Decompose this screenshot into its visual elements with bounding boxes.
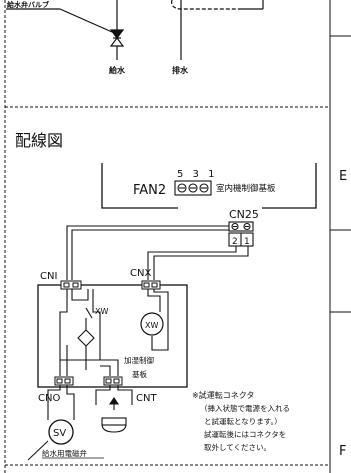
cni-label: CNI [40, 271, 57, 282]
fan2-connector [174, 180, 212, 196]
cnt-label: CNT [136, 393, 157, 404]
check-valve-icon [109, 29, 125, 39]
note-line-2: と試運転となります。） [204, 416, 282, 426]
drain-hose-dashed [171, 0, 240, 10]
cnt-connector [103, 376, 123, 386]
indoor-board-label: 室内機制御基板 [216, 183, 276, 194]
wiring-title: 配線図 [15, 131, 63, 150]
note-line-1: （挿入状態で電源を入れる [200, 403, 290, 413]
board-internal-wiring [59, 289, 169, 376]
shutoff-valve-icon [109, 37, 125, 47]
supply-label: 給水 [109, 65, 126, 75]
external-wires [47, 385, 133, 420]
row-label-e: E [339, 169, 347, 184]
cnx-connector [141, 280, 161, 290]
xw-relay-coil-icon [140, 312, 164, 336]
board-label-line1: 加湿制御 [124, 355, 154, 365]
humidifier-board-outline [37, 284, 188, 388]
row-label-f: F [339, 444, 346, 459]
drain-label: 排水 [172, 65, 189, 75]
cno-connector [54, 376, 74, 386]
xw-contact-label: XW [95, 307, 108, 316]
plumbing-section [6, 0, 264, 60]
fan2-label: FAN2 [133, 183, 166, 198]
frame [4, 0, 351, 473]
xw-coil-label: XW [145, 321, 158, 330]
sv-caption: 給水用電磁弁 [42, 448, 87, 458]
fan2-pin-numbers: 5 3 1 [177, 169, 217, 180]
indoor-control-board [101, 163, 317, 209]
cn25-label: CN25 [229, 208, 259, 221]
note-line-4: 取外してください。 [204, 442, 271, 452]
cnx-label: CNX [130, 268, 151, 279]
valve-label: 給水弁バルブ [7, 0, 49, 9]
harness-wires [66, 225, 249, 280]
test-connector-plug-icon [101, 397, 127, 433]
cno-label: CNO [38, 393, 60, 404]
sv-caption-leader [27, 440, 49, 461]
board-label-line2: 基板 [132, 369, 147, 379]
cn25-pin-2: 2 [232, 237, 238, 247]
cn25-pin-1: 1 [244, 237, 250, 247]
sv-label: SV [53, 428, 66, 439]
cni-connector [60, 280, 82, 290]
note-line-3: 試運転後にはコネクタを [204, 429, 286, 439]
note-heading: ※試運転コネクタ [192, 390, 254, 400]
sv-solenoid-valve-icon [48, 419, 74, 445]
